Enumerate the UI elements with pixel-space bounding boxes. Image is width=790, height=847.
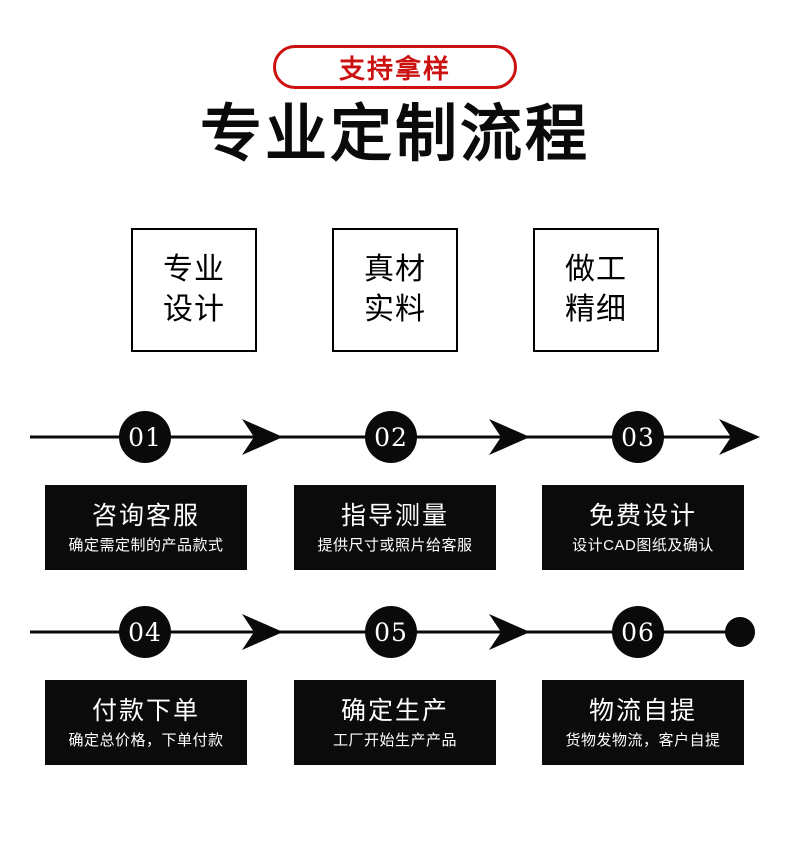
process-rail-first: 01 02 03	[0, 405, 790, 469]
feature-box-design-line2: 设计	[163, 293, 225, 326]
step-card-03-subtitle: 设计CAD图纸及确认	[572, 537, 714, 554]
badge-container: 支持拿样	[0, 45, 790, 89]
feature-box-craft-line2: 精细	[565, 293, 627, 326]
step-card-04-title: 付款下单	[91, 697, 200, 725]
feature-box-group: 专业 设计 真材 实料 做工 精细	[131, 228, 659, 352]
step-marker-05: 05	[365, 606, 417, 658]
step-number-06: 06	[621, 617, 655, 647]
arrow-icon-end	[719, 419, 760, 455]
feature-box-material: 真材 实料	[332, 228, 458, 352]
feature-box-design: 专业 设计	[131, 228, 257, 352]
terminal-dot-icon	[725, 617, 755, 647]
step-card-06: 物流自提 货物发物流，客户自提	[542, 680, 744, 765]
process-cards-first: 咨询客服 确定需定制的产品款式 指导测量 提供尺寸或照片给客服 免费设计 设计C…	[0, 485, 790, 570]
arrow-icon-1	[242, 419, 283, 455]
process-row-second: 04 05 06 付款下单 确定总价格，下单付款 确定生产 工厂开始生产产品 物…	[0, 600, 790, 765]
step-card-01-title: 咨询客服	[91, 502, 200, 530]
step-marker-03: 03	[612, 411, 664, 463]
feature-box-craft: 做工 精细	[533, 228, 659, 352]
step-marker-01: 01	[119, 411, 171, 463]
step-card-03-title: 免费设计	[588, 502, 697, 530]
step-card-02-title: 指导测量	[340, 502, 449, 530]
step-card-05-title: 确定生产	[340, 697, 449, 725]
arrow-icon-4	[242, 614, 283, 650]
feature-box-design-line1: 专业	[163, 253, 225, 286]
step-card-04-subtitle: 确定总价格，下单付款	[68, 732, 224, 749]
process-rail-second: 04 05 06	[0, 600, 790, 664]
step-card-06-title: 物流自提	[588, 697, 697, 725]
step-number-02: 02	[374, 422, 408, 452]
step-card-05-subtitle: 工厂开始生产产品	[332, 732, 457, 749]
feature-box-material-line1: 真材	[364, 253, 426, 286]
process-cards-second: 付款下单 确定总价格，下单付款 确定生产 工厂开始生产产品 物流自提 货物发物流…	[0, 680, 790, 765]
feature-box-craft-line1: 做工	[565, 253, 627, 286]
step-card-03: 免费设计 设计CAD图纸及确认	[542, 485, 744, 570]
step-card-01-subtitle: 确定需定制的产品款式	[68, 537, 224, 554]
step-card-04: 付款下单 确定总价格，下单付款	[45, 680, 247, 765]
step-marker-06: 06	[612, 606, 664, 658]
step-number-01: 01	[128, 422, 162, 452]
step-number-05: 05	[374, 617, 408, 647]
step-number-03: 03	[621, 422, 655, 452]
step-card-02-subtitle: 提供尺寸或照片给客服	[317, 537, 473, 554]
step-marker-04: 04	[119, 606, 171, 658]
arrow-icon-5	[489, 614, 530, 650]
process-row-first: 01 02 03 咨询客服 确定需定制的产品款式 指导测量 提供尺寸或照片给客服…	[0, 405, 790, 570]
sample-support-badge: 支持拿样	[273, 45, 517, 89]
step-card-05: 确定生产 工厂开始生产产品	[294, 680, 496, 765]
step-card-02: 指导测量 提供尺寸或照片给客服	[294, 485, 496, 570]
page-title: 专业定制流程	[199, 100, 590, 169]
feature-box-material-line2: 实料	[364, 293, 426, 326]
step-card-01: 咨询客服 确定需定制的产品款式	[45, 485, 247, 570]
step-marker-02: 02	[365, 411, 417, 463]
step-number-04: 04	[128, 617, 162, 647]
arrow-icon-2	[489, 419, 530, 455]
step-card-06-subtitle: 货物发物流，客户自提	[565, 732, 721, 749]
